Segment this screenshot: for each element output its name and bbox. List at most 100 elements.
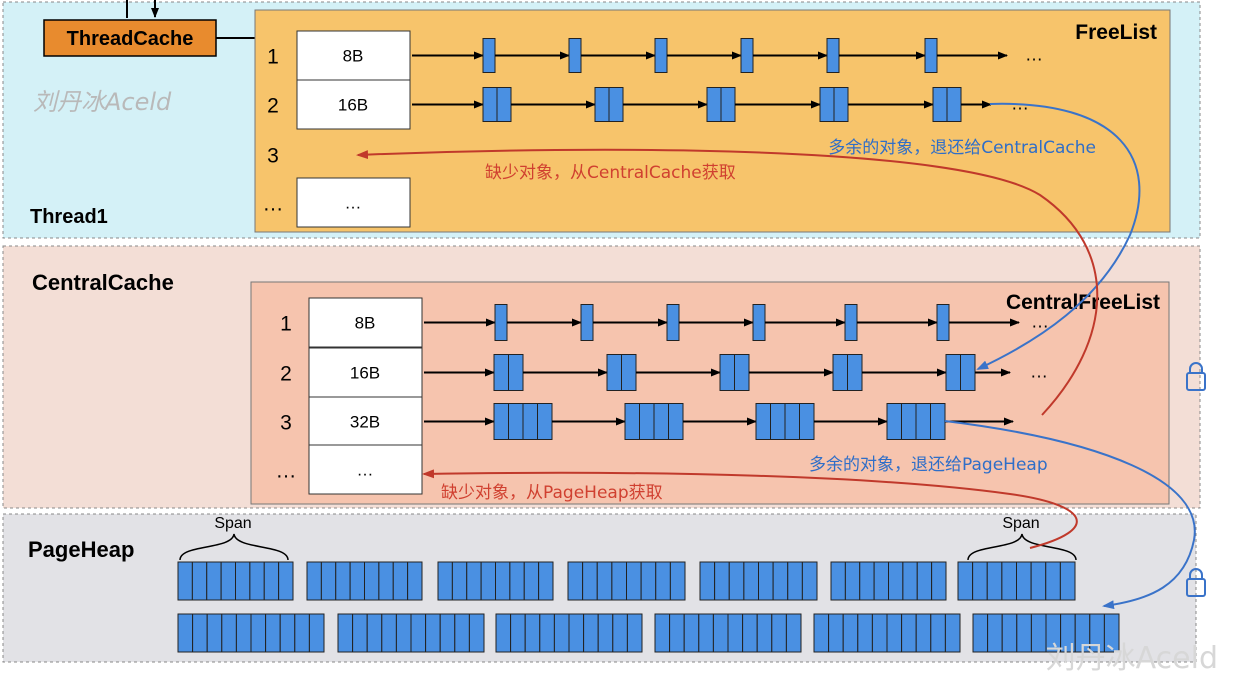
chunk-cell [844,304,858,341]
free-object [493,403,553,440]
page-cell [192,613,208,653]
page-cell [972,561,988,601]
span [567,561,686,601]
chunk-cell [666,304,680,341]
page-cell [191,561,208,601]
thread-label: Thread1 [30,206,108,228]
free-object [706,87,736,122]
page-cell [439,613,456,653]
span [495,613,643,653]
page-cell [901,613,917,653]
row-index: 2 [280,363,292,386]
chunk-cell [755,403,771,440]
chunk-cell [924,38,938,73]
chunk-cell [932,87,948,122]
free-object [936,304,950,341]
free-object [494,304,508,341]
page-cell [235,561,251,601]
free-object [594,87,624,122]
page-cell [972,613,989,653]
page-cell [728,561,745,601]
free-object [654,38,668,73]
page-cell [263,561,280,601]
page-cell [582,561,598,601]
page-cell [437,561,453,601]
page-cell [250,613,267,653]
page-cell [902,561,918,601]
size-class-label: 16B [350,364,380,383]
chunk-cell [719,354,735,391]
page-cell [842,613,859,653]
span [957,561,1076,601]
fetch-from-pageheap-note: 缺少对象，从PageHeap获取 [441,483,663,503]
row-index: 3 [280,412,292,435]
span [177,561,294,601]
page-cell [378,561,394,601]
page-cell [539,613,555,653]
page-cell [395,613,412,653]
free-object [826,38,840,73]
return-to-central-arrow [976,102,1141,370]
page-cell [553,613,570,653]
page-cell [596,561,613,601]
chunk-cell [639,403,655,440]
page-cell [957,561,974,601]
central-freelist-row: 3 32B [280,396,1014,447]
free-object [886,403,946,440]
size-class-label: … [345,194,362,213]
page-cell [640,561,657,601]
freelist-title: FreeList [1075,21,1157,44]
pageheap-label: PageHeap [28,537,134,562]
free-object [493,354,524,391]
size-class-label: 32B [350,413,380,432]
thread-freelist-row: …… [263,177,411,228]
span [437,561,554,601]
span [813,613,961,653]
page-cell [669,613,685,653]
central-freelist-title: CentralFreeList [1006,291,1160,314]
chunk-cell [734,354,750,391]
page-cell [524,613,541,653]
page-cell [597,613,614,653]
free-object [932,87,962,122]
chain-ellipsis: … [1025,45,1043,65]
span [177,613,325,653]
chunk-cell [833,87,849,122]
page-cell [352,613,368,653]
page-cell [523,561,540,601]
page-cell [1016,613,1032,653]
row-index: 1 [267,46,279,69]
page-cell [986,561,1003,601]
page-cell [916,561,933,601]
page-cell [930,613,946,653]
page-cell [888,561,904,601]
page-cell [538,561,554,601]
page-cell [1030,613,1047,653]
thread-cache-label: ThreadCache [67,28,194,50]
return-to-pageheap-arrow [944,420,1196,610]
free-object [844,304,858,341]
central-label: CentralCache [32,270,174,295]
chunk-cell [654,38,668,73]
free-object [819,87,849,122]
chunk-cell [508,403,524,440]
page-cell [583,613,599,653]
thread-watermark: 刘丹冰Aceld [33,88,172,116]
size-class-cell [296,177,411,228]
span [654,613,802,653]
chunk-cell [508,354,524,391]
page-cell [349,561,365,601]
chunk-cell [740,38,754,73]
page-cell [495,613,512,653]
page-cell [1001,561,1017,601]
page-cell [813,613,830,653]
chunk-cell [752,304,766,341]
page-cell [466,561,482,601]
page-cell [683,613,700,653]
size-class-label: 8B [355,314,376,333]
size-class-cell [296,79,411,130]
page-cell [410,613,427,653]
chunk-cell [522,403,538,440]
lock-icon [1186,362,1206,391]
